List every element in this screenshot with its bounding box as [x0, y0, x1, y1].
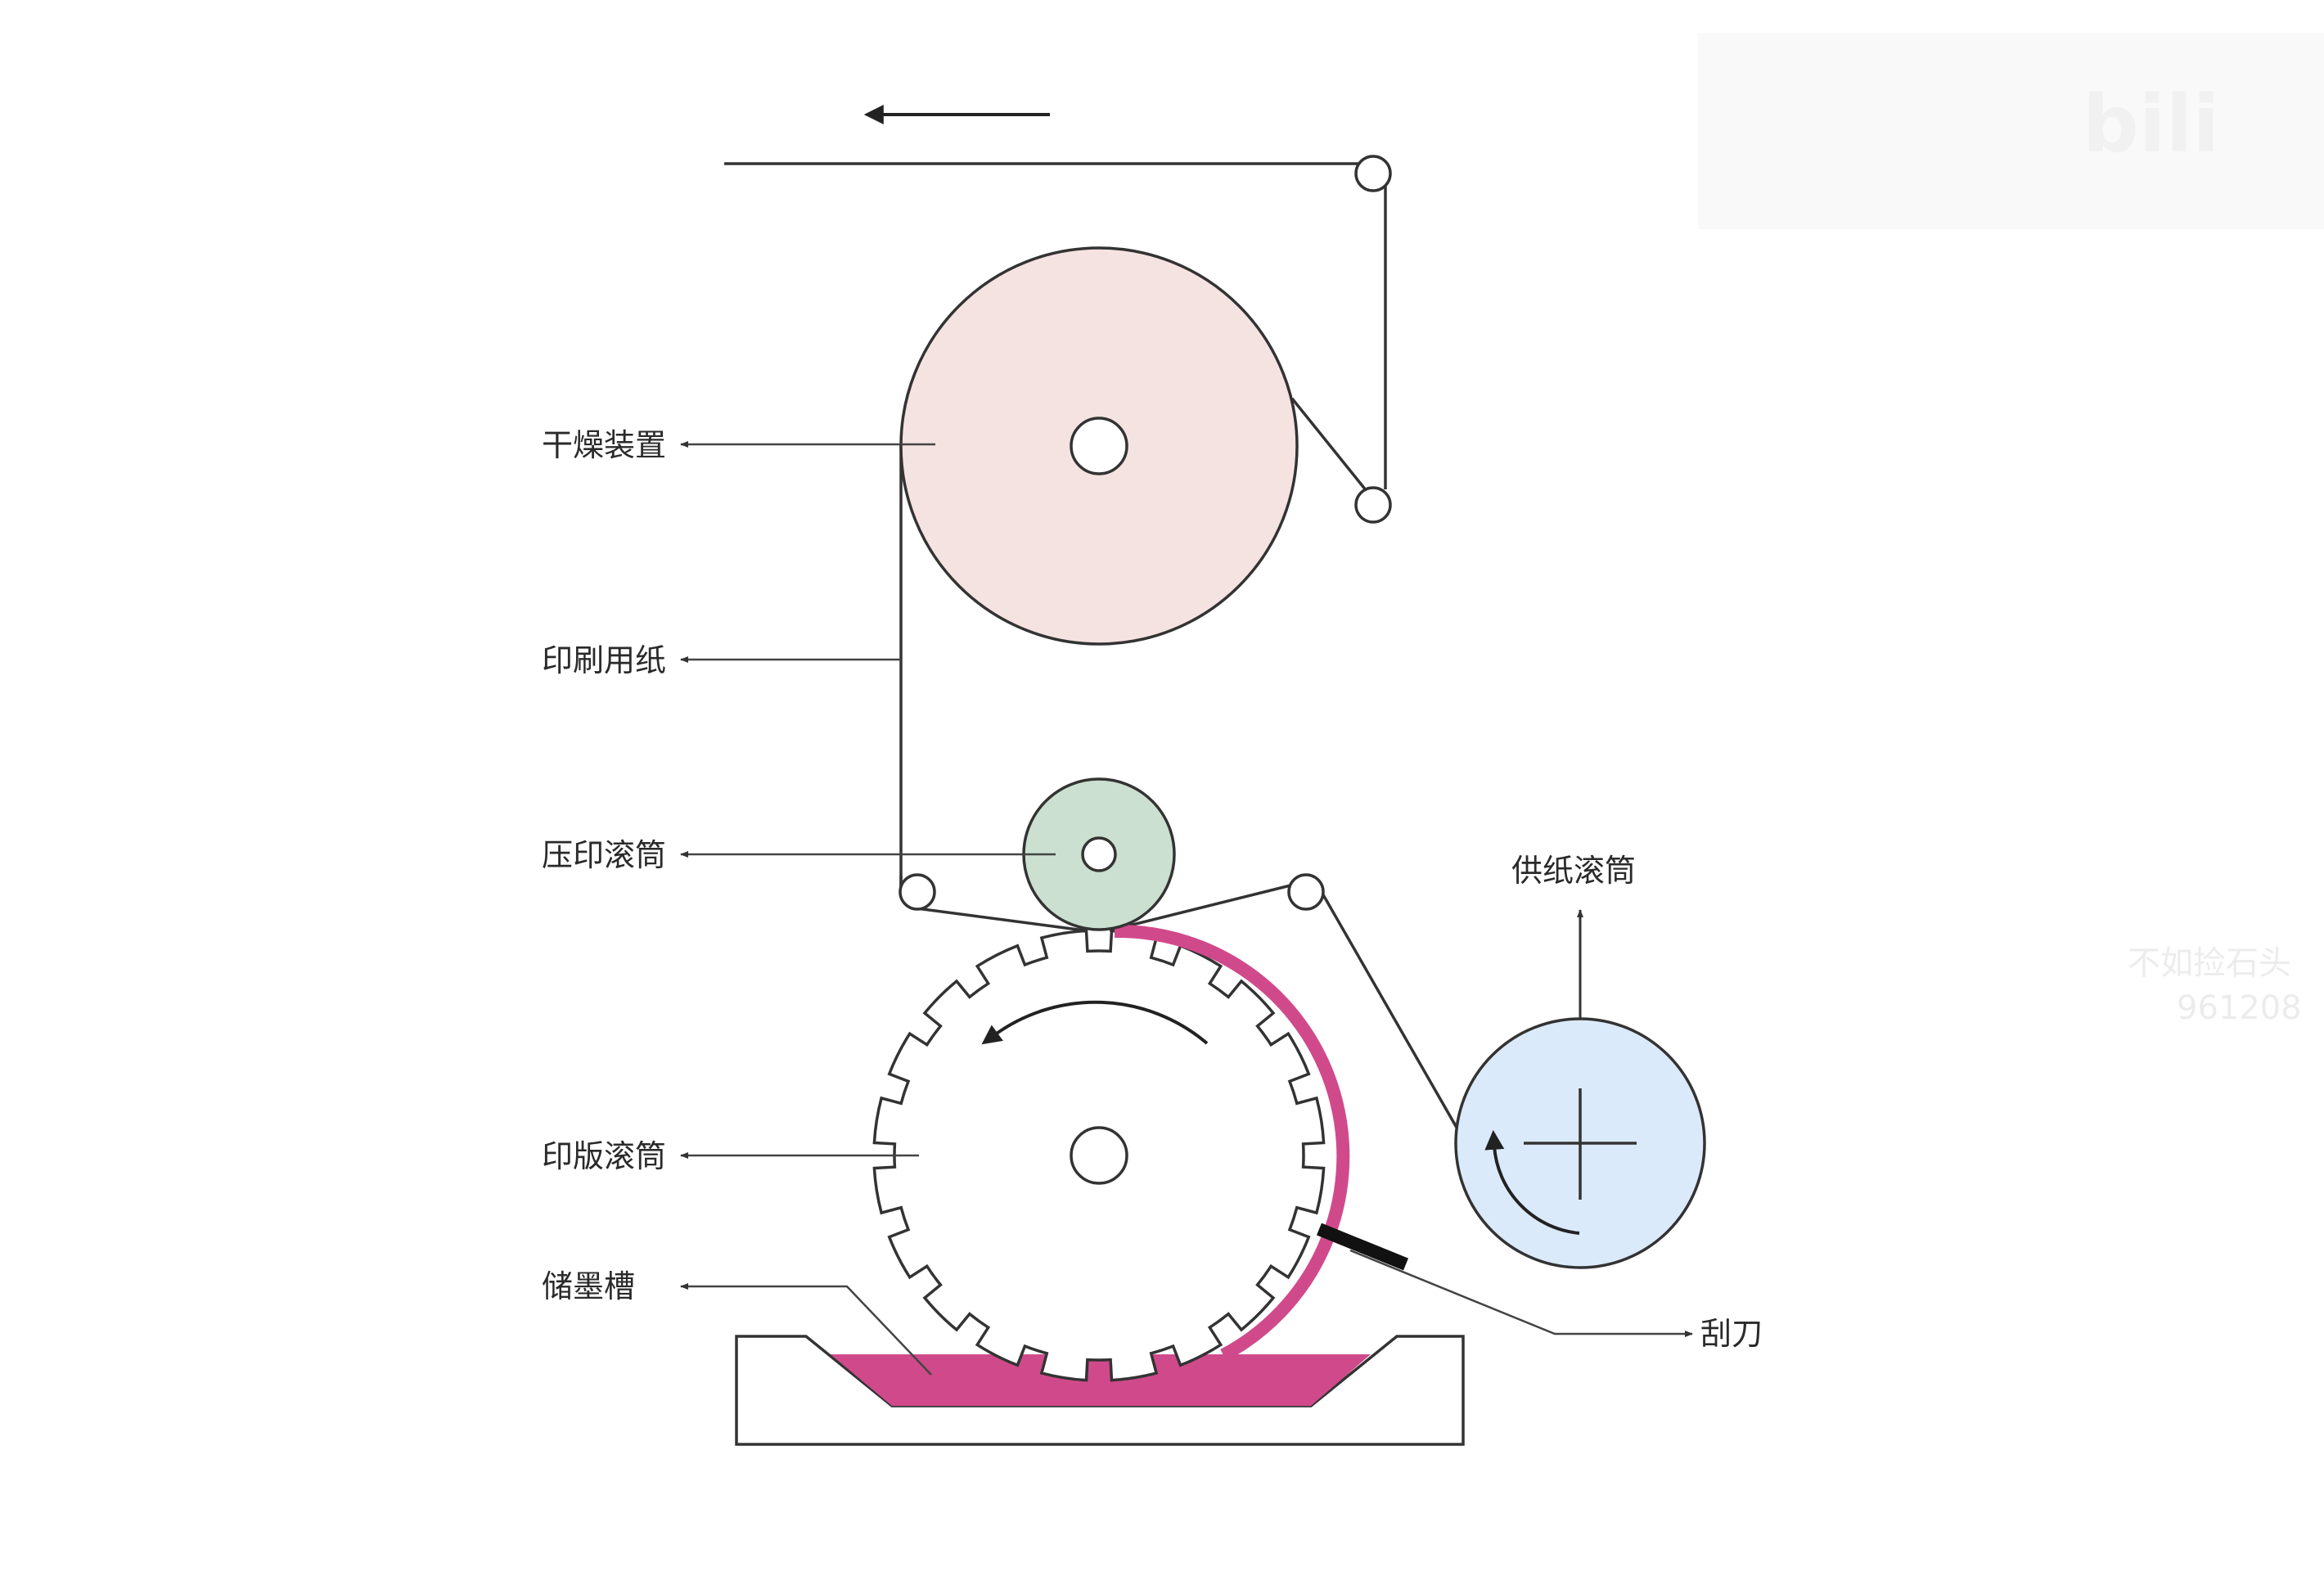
watermark-text-1: 不如捡石头: [2128, 944, 2291, 982]
watermark-logo-text: bili: [2083, 79, 2219, 170]
label-plate-cylinder: 印版滚筒: [542, 1138, 666, 1174]
label-impression-cylinder: 压印滚筒: [542, 837, 666, 873]
label-feed-roller: 供纸滚筒: [1511, 853, 1636, 889]
guide-roller-right: [1354, 486, 1392, 524]
ink-tank: [735, 1335, 1465, 1446]
doctor-blade: [1316, 1223, 1409, 1271]
rotation-arrow-plate: [981, 1000, 1209, 1045]
leader-lines: [680, 441, 1693, 1376]
watermark-text-2: 961208: [2177, 989, 2302, 1027]
guide-roller-left: [899, 873, 936, 911]
ink: [831, 1354, 1371, 1406]
guide-roller-top: [1354, 155, 1392, 192]
dryer-drum-hub: [1070, 417, 1128, 475]
watermark-logo: [1698, 33, 2324, 229]
rotation-arrow-feed: [1484, 1129, 1580, 1235]
guide-roller-feed: [1287, 873, 1325, 911]
label-dryer: 干燥装置: [542, 427, 666, 463]
label-ink-tank: 储墨槽: [542, 1268, 635, 1304]
label-paper: 印刷用纸: [542, 642, 666, 678]
impression-cylinder-hub: [1081, 836, 1117, 872]
ink-film: [1114, 924, 1350, 1362]
label-doctor-blade: 刮刀: [1700, 1316, 1763, 1352]
plate-cylinder-hub: [1070, 1126, 1128, 1185]
